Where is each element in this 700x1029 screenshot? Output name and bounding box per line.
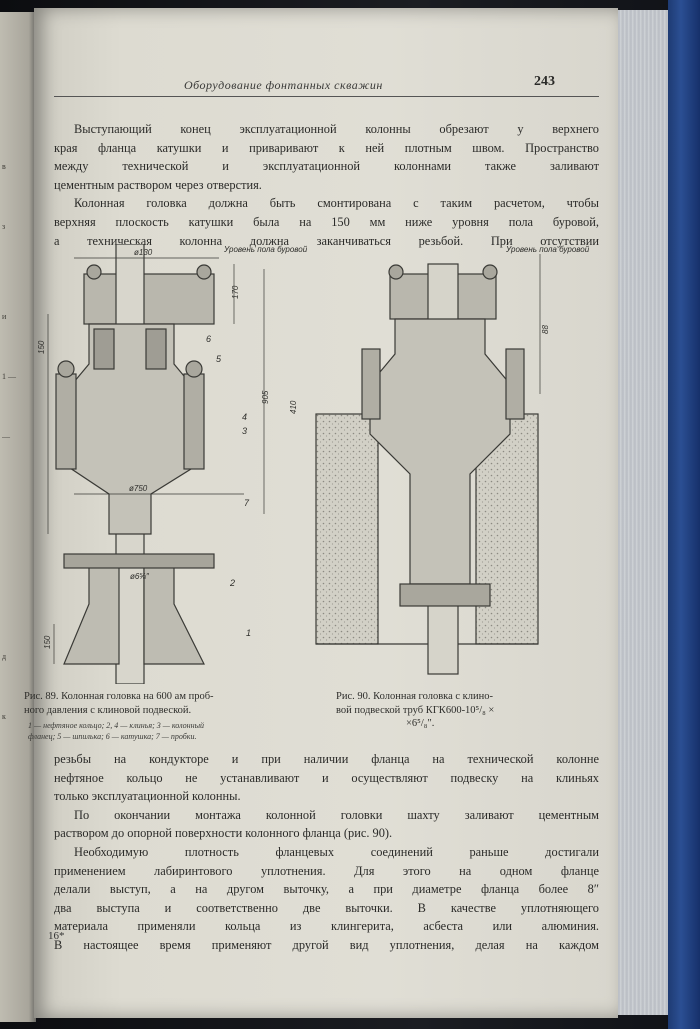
text-line: Необходимую плотность фланцевых соединен… [74, 844, 599, 859]
text-block-bottom: резьбы на кондукторе и при наличии фланц… [54, 750, 599, 955]
figure-89-caption: Рис. 89. Колонная головка на 600 ам проб… [24, 690, 314, 717]
running-head: Оборудование фонтанных скважин [184, 78, 383, 92]
dim-label: 410 [289, 400, 298, 414]
figure-90-drawing: Уровень пола буровой 88 [315, 245, 590, 675]
left-fragment: к [2, 712, 6, 721]
legend-line: 1 — нефтяное кольцо; 2, 4 — клинья; 3 — … [28, 721, 205, 730]
dim-label: 88 [541, 325, 550, 334]
left-fragment: — [2, 432, 10, 441]
part-number: 7 [244, 498, 250, 508]
part-number: 1 [246, 628, 251, 638]
dim-label: 150 [43, 635, 52, 649]
text-line: верхняя плоскость катушки была на 150 мм… [54, 214, 599, 229]
header-rule [54, 96, 599, 97]
dim-label: ø6⅝″ [130, 572, 150, 581]
text-line: раствором до опорной поверхности колонно… [54, 826, 393, 841]
text-line: резьбы на кондукторе и при наличии фланц… [54, 752, 599, 766]
part-number: 5 [216, 354, 222, 364]
part-number: 4 [242, 412, 247, 422]
figure-89-legend: 1 — нефтяное кольцо; 2, 4 — клинья; 3 — … [28, 720, 318, 742]
left-fragment: в [2, 162, 6, 171]
text-line: применением лабиринтового уплотнения. Дл… [54, 863, 599, 878]
signature-mark: 16* [48, 930, 65, 942]
caption-line: Рис. 90. Колонная головка с клино- [336, 691, 493, 702]
dim-label: 170 [231, 285, 240, 299]
floor-label: Уровень пола буровой [505, 245, 590, 254]
text-line: По окончании монтажа колонной головки ша… [74, 807, 599, 822]
text-line: Выступающий конец эксплуатационной колон… [74, 122, 599, 136]
page-number: 243 [534, 74, 555, 89]
dim-label: ø130 [134, 248, 153, 257]
left-fragment: и [2, 312, 7, 321]
caption-line: ×6⁵/₈″. [406, 718, 435, 729]
caption-line: Рис. 89. Колонная головка на 600 ам проб… [24, 691, 214, 702]
text-line: нефтяное кольцо не устанавливают и осуще… [54, 770, 599, 785]
text-line: материала применяли кольца из клингерита… [54, 919, 599, 934]
text-line: только эксплуатационной колонны. [54, 789, 241, 804]
legend-line: фланец; 5 — шпилька; 6 — катушка; 7 — пр… [28, 732, 197, 741]
text-line: между технической и эксплуатационной кол… [54, 159, 599, 174]
text-line: цементным раствором через отверстия. [54, 177, 262, 192]
caption-line: ного давления с клиновой подвеской. [24, 704, 192, 716]
figure-89-drawing: ø130 170 150 905 410 ø750 ø6⅝″ 150 Урове… [37, 244, 308, 684]
text-line: а техническая колонна должна заканчивать… [54, 233, 599, 248]
text-line: Колонная головка должна быть смонтирован… [74, 196, 599, 211]
left-fragment: 1 — [2, 372, 16, 381]
dim-label: ø750 [129, 484, 148, 493]
figure-90-caption: Рис. 90. Колонная головка с клино- вой п… [336, 690, 596, 731]
part-number: 2 [229, 578, 235, 588]
book-page: Оборудование фонтанных скважин 243 Высту… [24, 8, 618, 1018]
text-line: края фланца катушки и приваривают к ней … [54, 140, 599, 155]
dim-label: 905 [261, 390, 270, 404]
left-fragment: д [2, 652, 7, 661]
floor-label: Уровень пола буровой [223, 245, 308, 254]
left-fragment: з [2, 222, 6, 231]
left-facing-page: 1 — — з и в д к [0, 12, 36, 1022]
part-number: 6 [206, 334, 211, 344]
text-line: В настоящее время применяют другой вид у… [54, 937, 599, 952]
text-line: делали выступ, а на другом выточку, а пр… [54, 882, 599, 897]
dim-label: 150 [37, 340, 46, 354]
caption-line: вой подвеской труб КГК600-10⁵/₈ × [336, 704, 495, 716]
text-line: два выступа и соответственно две выточки… [54, 900, 599, 915]
part-number: 3 [242, 426, 247, 436]
page-edge [612, 10, 673, 1015]
book-cover [668, 0, 700, 1029]
text-block-top: Выступающий конец эксплуатационной колон… [54, 120, 599, 250]
